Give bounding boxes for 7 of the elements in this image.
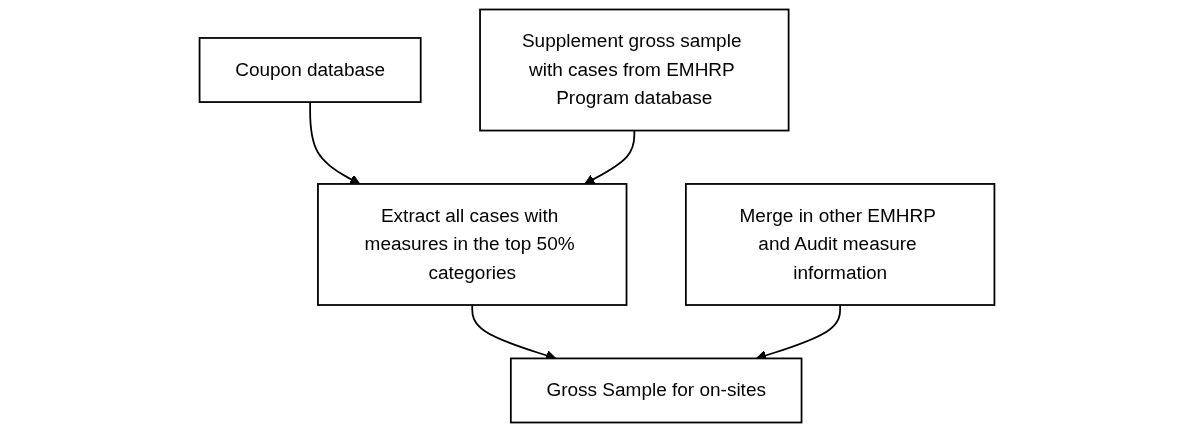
- node-box: Coupon database: [198, 37, 422, 103]
- node-box: Supplement gross sample with cases from EMHRP Program database: [479, 8, 790, 132]
- node-box: Extract all cases with measures in the top 50% categories: [317, 183, 628, 306]
- arrow: [309, 101, 361, 185]
- arrow: [584, 129, 636, 185]
- node-box: Gross Sample for on-sites: [509, 357, 803, 424]
- node-box: Merge in other EMHRP and Audit measure information: [684, 183, 996, 306]
